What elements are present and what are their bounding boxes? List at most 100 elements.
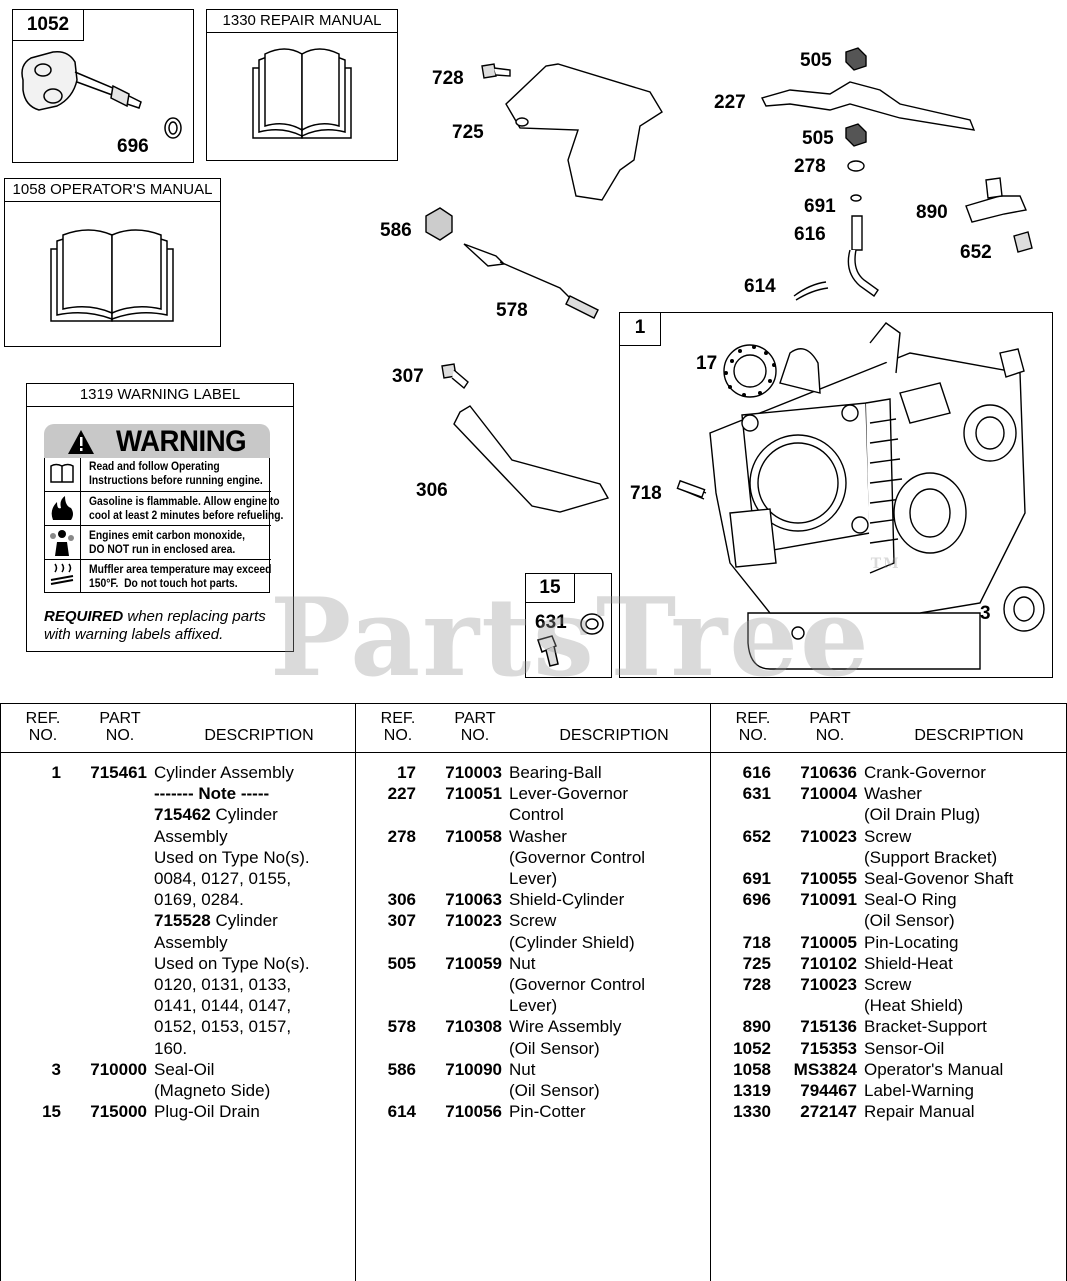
row-description: 0084, 0127, 0155,	[154, 868, 291, 889]
row-ref-number: 890	[742, 1017, 771, 1037]
warning-word: WARNING	[116, 425, 247, 458]
row-description: Used on Type No(s).	[154, 847, 310, 868]
row-ref-number: 1330	[733, 1102, 771, 1122]
table-row[interactable]: 0120, 0131, 0133,	[1, 974, 355, 995]
row-description: 715528 Cylinder	[154, 910, 278, 931]
row-description-text: 0169, 0284.	[154, 890, 244, 910]
row-part-number: 715461	[90, 763, 147, 782]
callout-505: 505	[800, 50, 832, 71]
table-row[interactable]: (Support Bracket)	[711, 847, 1067, 868]
table-row[interactable]: 0084, 0127, 0155,	[1, 868, 355, 889]
row-description: Seal-Govenor Shaft	[864, 868, 1013, 889]
table-row[interactable]: (Oil Sensor)	[356, 1080, 711, 1101]
repair-manual-title: 1330 REPAIR MANUAL	[207, 10, 397, 33]
oil-drain-plug-box[interactable]: 15 631	[525, 573, 612, 678]
repair-manual-box[interactable]: 1330 REPAIR MANUAL	[206, 9, 398, 161]
table-row[interactable]: Lever)	[356, 995, 711, 1016]
operators-manual-box[interactable]: 1058 OPERATOR'S MANUAL	[4, 178, 221, 347]
exhaust-person-icon	[50, 530, 74, 556]
row-description-text: Washer	[864, 784, 922, 804]
row-description-text: Label-Warning	[864, 1081, 974, 1101]
table-row[interactable]: Assembly	[1, 826, 355, 847]
parts-diagram: 1052 696 1330 REPAIR MANUAL	[4, 9, 1053, 701]
table-row[interactable]: (Oil Sensor)	[711, 910, 1067, 931]
table-row[interactable]: 160.	[1, 1038, 355, 1059]
table-row[interactable]: (Oil Sensor)	[356, 1038, 711, 1059]
table-row[interactable]: (Governor Control	[356, 974, 711, 995]
row-description: Operator's Manual	[864, 1059, 1003, 1080]
row-description-text: Nut	[509, 953, 536, 973]
table-row[interactable]: 0152, 0153, 0157,	[1, 1016, 355, 1037]
callout-652: 652	[960, 242, 992, 263]
table-row[interactable]: (Cylinder Shield)	[356, 932, 711, 953]
book-icon	[252, 48, 352, 139]
row-ref-number: 578	[387, 1017, 416, 1037]
row-ref-number	[356, 868, 416, 889]
cylinder-assembly-box[interactable]: 1	[619, 312, 1053, 678]
header-ref-line2: NO.	[28, 727, 58, 744]
row-ref-number: 17	[397, 763, 416, 782]
row-ref-number	[1, 932, 61, 953]
table-row[interactable]: (Magneto Side)	[1, 1080, 355, 1101]
callout-307: 307	[392, 366, 424, 387]
table-row[interactable]: Used on Type No(s).	[1, 847, 355, 868]
row-ref-number: 718	[742, 932, 771, 952]
row-ref-number	[1, 910, 61, 931]
table-row[interactable]: 0141, 0144, 0147,	[1, 995, 355, 1016]
table-row[interactable]: (Governor Control	[356, 847, 711, 868]
table-row[interactable]: (Oil Drain Plug)	[711, 804, 1067, 825]
table-row[interactable]: Assembly	[1, 932, 355, 953]
row-part-number: MS3824	[793, 1059, 857, 1079]
header-ref-line1: REF.	[380, 710, 416, 727]
row-description: Shield-Heat	[864, 953, 953, 974]
table-row[interactable]: 715462 Cylinder	[1, 804, 355, 825]
row-description: Washer	[864, 783, 922, 804]
row-description: Shield-Cylinder	[509, 889, 624, 910]
required-rest: when replacing parts	[123, 608, 266, 625]
row-description: 0120, 0131, 0133,	[154, 974, 291, 995]
warning-label-sticker: WARNING Read and follow Operating Instru…	[44, 424, 283, 593]
row-description: Screw	[509, 910, 556, 931]
header-description: DESCRIPTION	[914, 727, 1024, 744]
row-description-text: Lever-Governor	[509, 784, 629, 804]
table-row[interactable]: ------- Note -----	[1, 783, 355, 804]
row-part-number: 710308	[445, 1017, 502, 1037]
table-row[interactable]: Control	[356, 804, 711, 825]
table-row[interactable]: (Heat Shield)	[711, 995, 1067, 1016]
table-row[interactable]: Lever)	[356, 868, 711, 889]
sensor-kit-box[interactable]: 1052 696	[12, 9, 194, 163]
table-row[interactable]: Used on Type No(s).	[1, 953, 355, 974]
row-description: Screw	[864, 826, 911, 847]
row-ref-number: 1	[51, 763, 61, 782]
header-part-line1: PART	[809, 710, 851, 727]
row-part-number	[61, 974, 147, 995]
table-row[interactable]: 0169, 0284.	[1, 889, 355, 910]
table-row[interactable]: 715528 Cylinder	[1, 910, 355, 931]
